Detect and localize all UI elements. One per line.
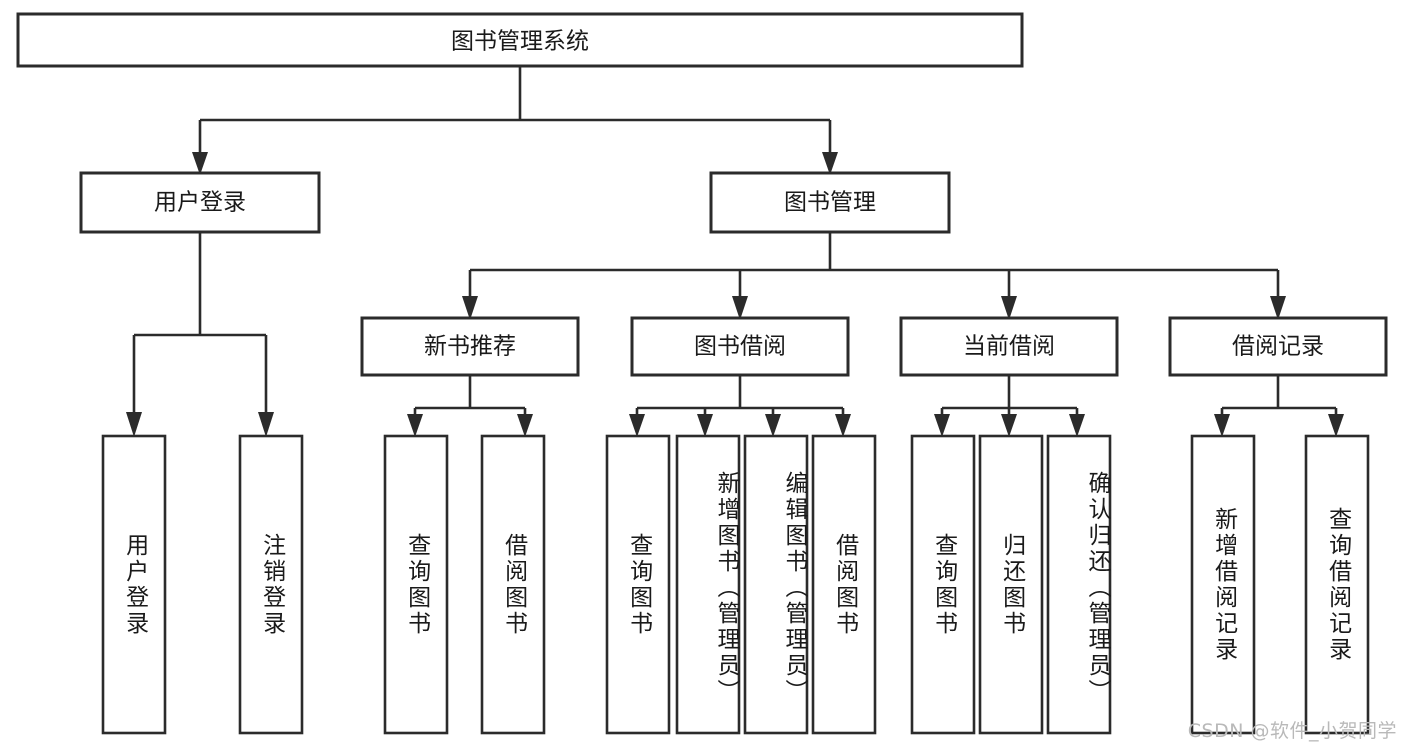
arrow-head-newbook bbox=[462, 296, 478, 320]
label-book-borrow: 图书借阅 bbox=[694, 334, 786, 360]
connector-layer bbox=[126, 66, 1344, 437]
node-leaf-return-book[interactable] bbox=[978, 434, 1044, 735]
arrow-head-logout-leaf bbox=[258, 412, 274, 437]
node-layer bbox=[16, 12, 1388, 735]
label-user-login: 用户登录 bbox=[154, 190, 246, 216]
node-leaf-borrow-book[interactable] bbox=[811, 434, 877, 735]
node-leaf-user-login[interactable] bbox=[101, 434, 167, 735]
arrow-head-borrowrecord bbox=[1270, 296, 1286, 320]
node-leaf-query-book-borrow[interactable] bbox=[605, 434, 671, 735]
arrow-head-userlogin bbox=[192, 152, 208, 175]
arrow-head-currentborrow bbox=[1001, 296, 1017, 320]
arrow-head-newbook-leaf1 bbox=[407, 414, 423, 437]
label-new-book-recommend: 新书推荐 bbox=[424, 334, 516, 360]
node-leaf-query-book-current[interactable] bbox=[910, 434, 976, 735]
arrow-head-bookborrow-leaf3 bbox=[765, 414, 781, 437]
label-book-management: 图书管理 bbox=[784, 190, 876, 216]
label-layer: 图书管理系统 用户登录 图书管理 新书推荐 图书借阅 当前借阅 借阅记录 bbox=[154, 29, 1324, 360]
arrow-head-bookmgmt bbox=[822, 152, 838, 175]
node-leaf-logout[interactable] bbox=[238, 434, 304, 735]
arrow-head-bookborrow-leaf2 bbox=[697, 414, 713, 437]
csdn-watermark: CSDN @软件_小贺同学 bbox=[1187, 720, 1397, 742]
node-new-book-recommend[interactable] bbox=[360, 316, 580, 377]
node-leaf-borrow-book-recommend[interactable] bbox=[480, 434, 546, 735]
arrow-head-currentborrow-leaf1 bbox=[934, 414, 950, 437]
arrow-head-currentborrow-leaf3 bbox=[1069, 414, 1085, 437]
label-borrow-record: 借阅记录 bbox=[1232, 334, 1324, 360]
node-leaf-confirm-return-admin[interactable] bbox=[1046, 434, 1112, 735]
node-book-borrow[interactable] bbox=[630, 316, 850, 377]
label-current-borrow: 当前借阅 bbox=[963, 334, 1055, 360]
arrow-head-newbook-leaf2 bbox=[517, 414, 533, 437]
arrow-head-borrowrecord-leaf1 bbox=[1214, 414, 1230, 437]
arrow-head-bookborrow bbox=[732, 296, 748, 320]
node-leaf-query-book-recommend[interactable] bbox=[383, 434, 449, 735]
node-user-login[interactable] bbox=[79, 171, 321, 234]
node-leaf-add-book-admin[interactable] bbox=[675, 434, 741, 735]
arrow-head-borrowrecord-leaf2 bbox=[1328, 414, 1344, 437]
arrow-head-bookborrow-leaf4 bbox=[835, 414, 851, 437]
arrow-head-bookborrow-leaf1 bbox=[629, 414, 645, 437]
label-root-book-management-system: 图书管理系统 bbox=[451, 29, 589, 55]
node-current-borrow[interactable] bbox=[899, 316, 1119, 377]
node-borrow-record[interactable] bbox=[1168, 316, 1388, 377]
arrow-head-user-login-leaf bbox=[126, 412, 142, 437]
node-leaf-add-borrow-record[interactable] bbox=[1190, 434, 1256, 735]
node-leaf-edit-book-admin[interactable] bbox=[743, 434, 809, 735]
arrow-head-currentborrow-leaf2 bbox=[1001, 414, 1017, 437]
node-leaf-query-borrow-record[interactable] bbox=[1304, 434, 1370, 735]
node-root-book-management-system[interactable] bbox=[16, 12, 1024, 68]
node-book-management[interactable] bbox=[709, 171, 951, 234]
